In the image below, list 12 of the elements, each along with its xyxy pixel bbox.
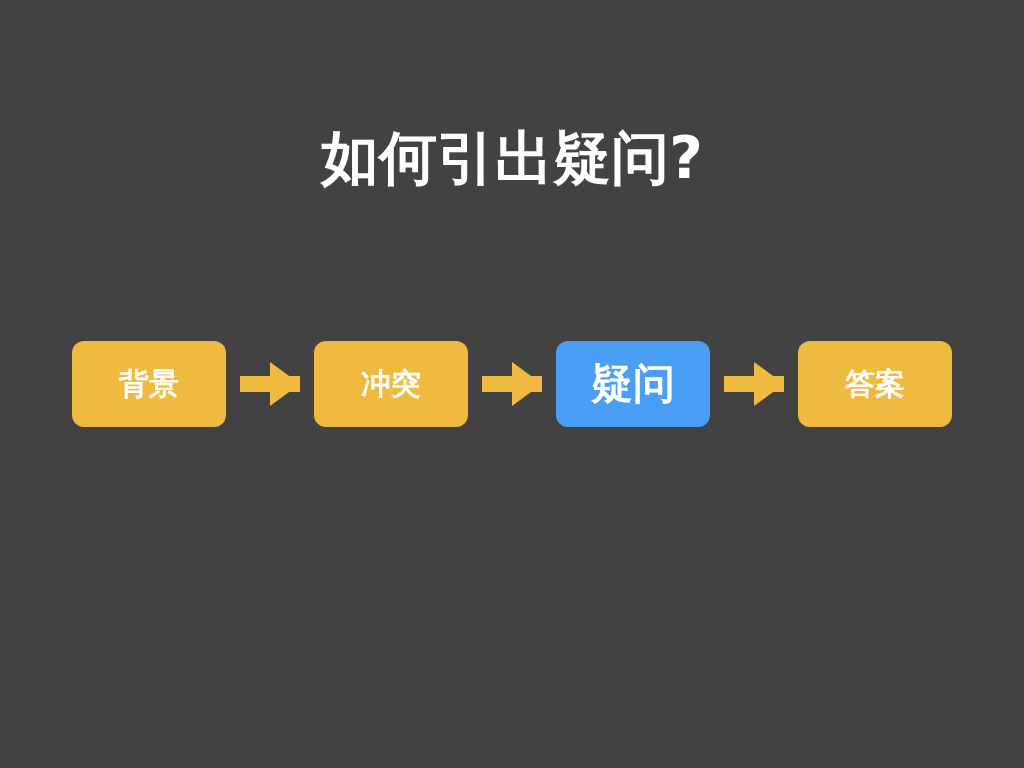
arrow bbox=[482, 362, 542, 406]
box-label: 疑问 bbox=[591, 358, 675, 410]
box-label: 答案 bbox=[845, 364, 905, 403]
process-box bbox=[556, 341, 710, 427]
title: 如何引出疑问? bbox=[321, 123, 703, 194]
process-box bbox=[798, 341, 952, 427]
process-box bbox=[72, 341, 226, 427]
process-box bbox=[314, 341, 468, 427]
arrow bbox=[724, 362, 784, 406]
box-label: 冲突 bbox=[361, 364, 421, 403]
box-label: 背景 bbox=[119, 364, 179, 403]
arrow bbox=[240, 362, 300, 406]
